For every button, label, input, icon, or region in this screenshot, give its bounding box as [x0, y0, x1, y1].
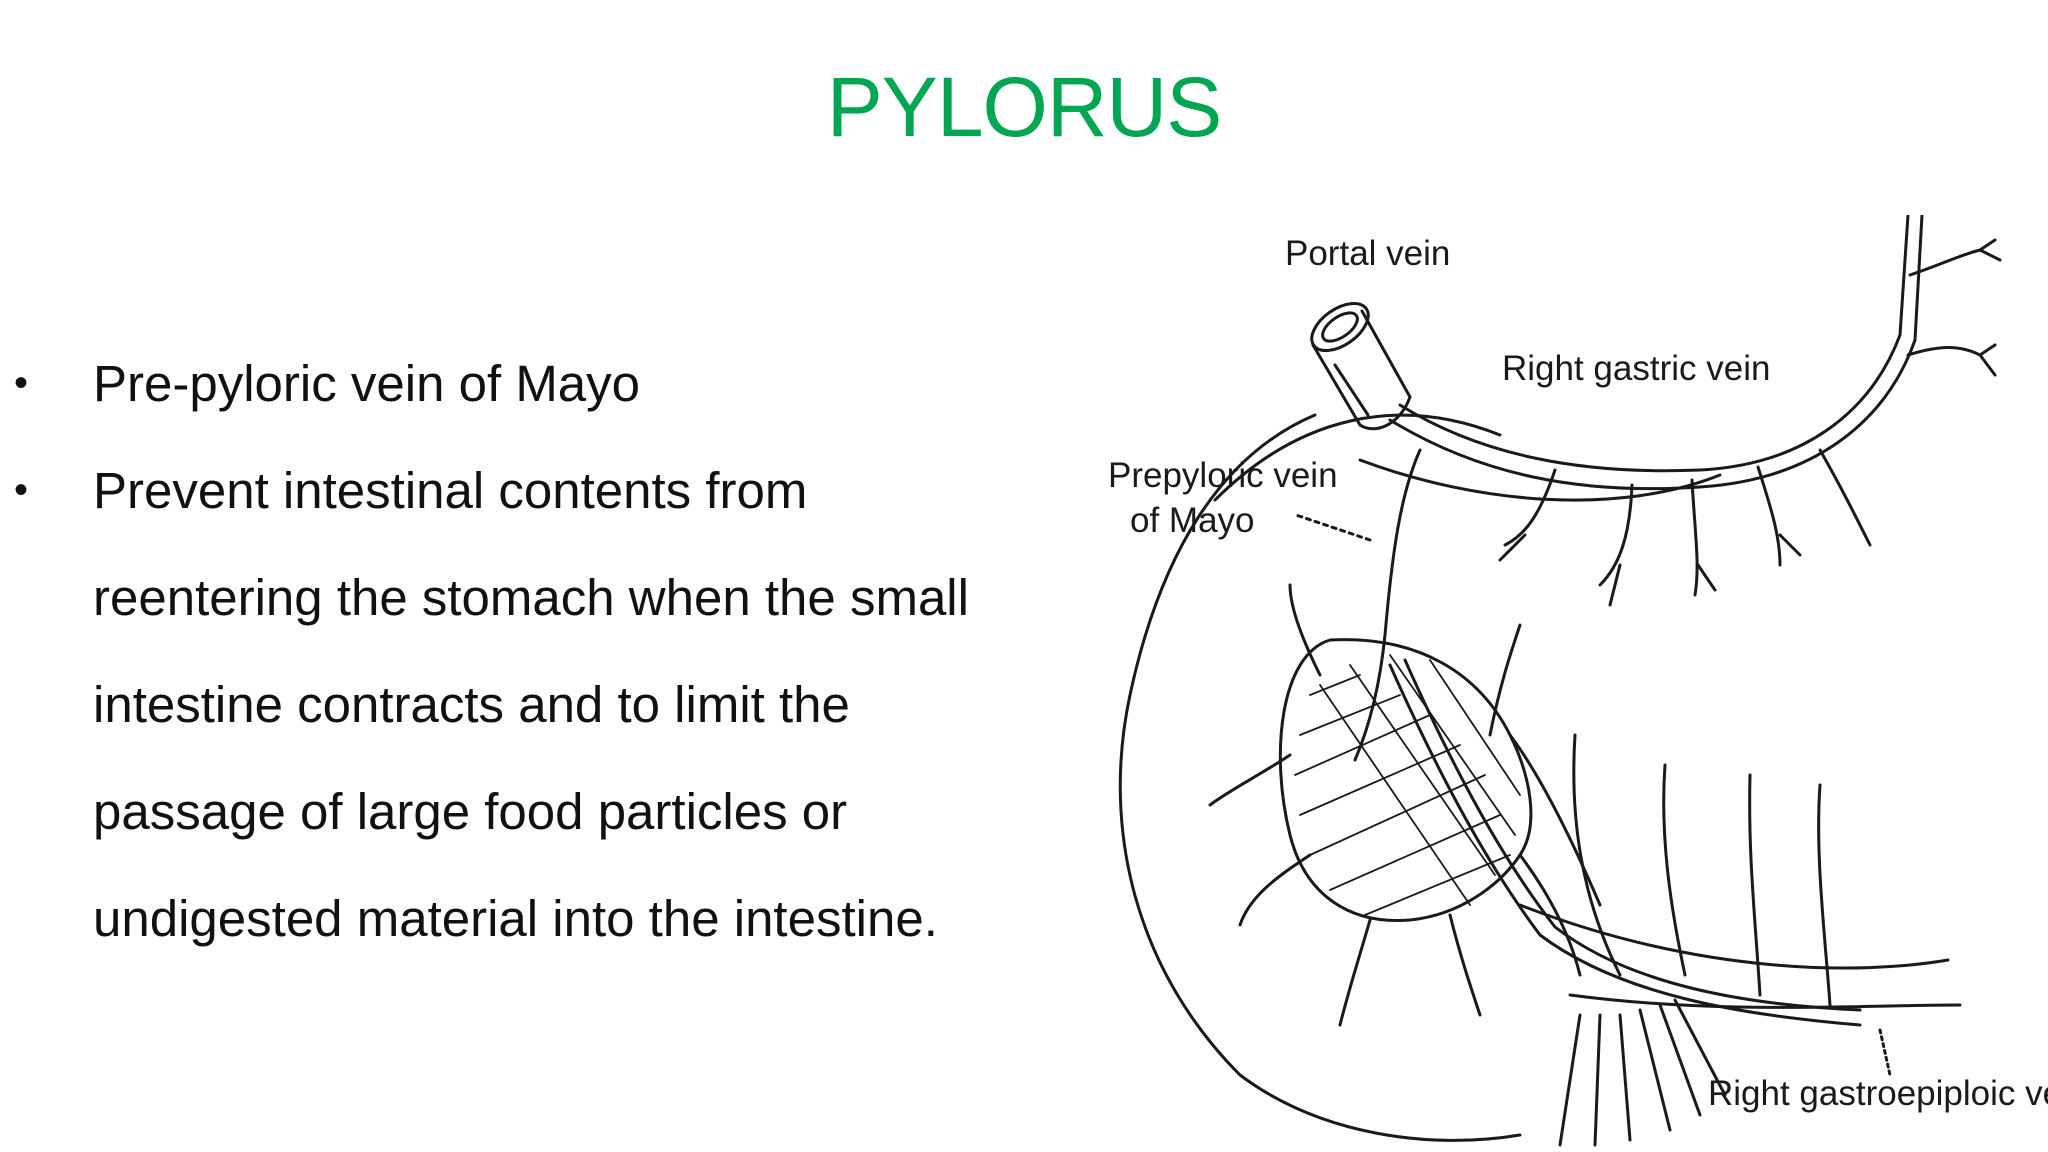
label-right-gastric-vein: Right gastric vein — [1502, 349, 1770, 388]
pyloric-small-veins — [1208, 583, 1522, 1027]
stomach-upper-outline — [1213, 413, 1502, 502]
label-right-gastroepiploic-vein: Right gastroepiploic vein — [1708, 1074, 2048, 1113]
duodenum-lower-edge — [1568, 993, 1962, 1009]
duodenum-upper-edge — [1518, 903, 1950, 970]
right-gastric-vein-vessel — [1388, 215, 2002, 491]
pylorus-vein-illustration: Portal vein Right gastric vein Prepylori… — [1108, 215, 2048, 1147]
bullet-item-function: • Prevent intestinal contents from reent… — [14, 437, 1034, 972]
prepyloric-vein-vessel — [1294, 448, 1422, 762]
label-prepyloric-vein: Prepyloric vein — [1108, 456, 1338, 495]
label-portal-vein: Portal vein — [1285, 234, 1450, 273]
bullet-list: • Pre-pyloric vein of Mayo • Prevent int… — [14, 330, 1034, 972]
gastric-branches — [1498, 448, 1872, 607]
stomach-outline — [1118, 413, 1522, 1142]
lower-branches — [1558, 998, 1727, 1147]
pylorus-vein-diagram: Portal vein Right gastric vein Prepylori… — [1100, 215, 2048, 1152]
portal-vein-vessel — [1310, 301, 1412, 431]
pylorus-muscle — [1278, 638, 1602, 977]
slide-title: PYLORUS — [826, 60, 1222, 154]
bullet-text: Prevent intestinal contents from reenter… — [93, 462, 969, 947]
label-of-mayo: of Mayo — [1130, 501, 1255, 540]
bullet-marker: • — [14, 468, 29, 512]
right-gastroepiploic-vein-vessel — [1388, 658, 1892, 1077]
bullet-item-prepyloric-vein: • Pre-pyloric vein of Mayo — [14, 330, 1034, 437]
bullet-marker: • — [14, 361, 29, 405]
bullet-text: Pre-pyloric vein of Mayo — [93, 355, 641, 412]
